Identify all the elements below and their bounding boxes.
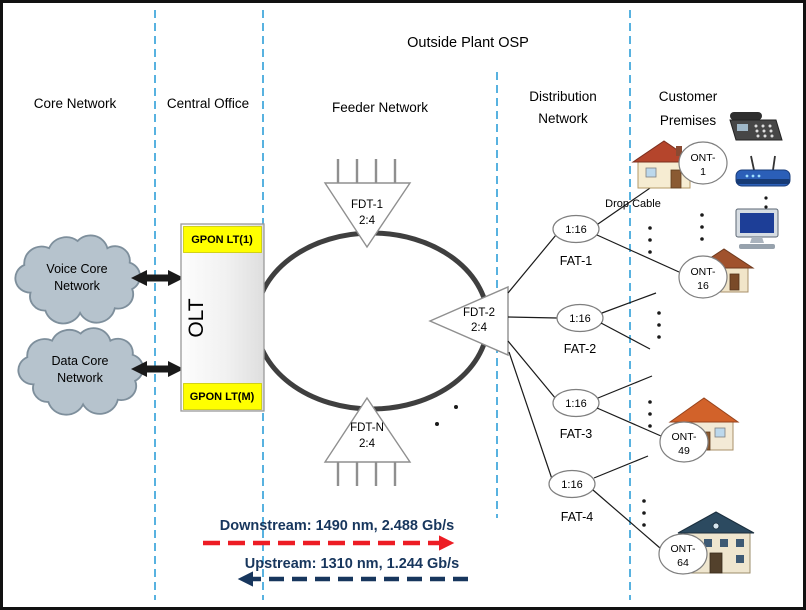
- distribution-network-label-line2: Network: [538, 111, 588, 126]
- ont-1-label-line1: ONT-: [690, 152, 716, 164]
- fat-2-split-ratio: 1:16: [569, 313, 590, 325]
- fat-2-label: FAT-2: [564, 342, 596, 356]
- olt-label: OLT: [185, 298, 208, 337]
- feeder-network-label: Feeder Network: [332, 100, 428, 115]
- fdt-1-splitter: FDT-1 2:4: [323, 159, 412, 249]
- gpon-lt1-box: [183, 226, 262, 253]
- voice-core-label-line1: Voice Core: [46, 262, 107, 276]
- customer-premises-label-line2: Premises: [660, 113, 717, 128]
- fdt-n-name: FDT-N: [350, 422, 384, 434]
- data-olt-link-arrow: [131, 361, 184, 377]
- building-icon-ont64: [677, 511, 755, 574]
- ont-49-label-line1: ONT-: [671, 431, 697, 443]
- ont-64-label-line2: 64: [677, 557, 689, 569]
- data-core-cloud: Data Core Network: [17, 327, 144, 416]
- fdt-2-ratio: 2:4: [471, 322, 488, 334]
- fat-1-label: FAT-1: [560, 254, 592, 268]
- fdt-n-splitter: FDT-N 2:4: [323, 396, 412, 486]
- central-office-label: Central Office: [167, 96, 249, 111]
- fat-2-splitter: 1:16 FAT-2: [556, 303, 604, 356]
- drop-cable-label: Drop Cable: [605, 198, 661, 210]
- desktop-computer-icon: [735, 208, 779, 249]
- fat-3-split-ratio: 1:16: [565, 398, 586, 410]
- wireless-router-icon: [735, 155, 791, 187]
- olt-box: OLT GPON LT(1) GPON LT(M): [180, 223, 265, 412]
- gpon-ltm-box: [183, 383, 262, 410]
- fat-1-split-ratio: 1:16: [565, 224, 586, 236]
- voice-olt-link-arrow: [131, 270, 184, 286]
- fat-4-label: FAT-4: [561, 510, 593, 524]
- ellipsis-dots-fat4: [642, 499, 646, 527]
- ont-16-label-line2: 16: [697, 280, 709, 292]
- ont-49-label-line2: 49: [678, 445, 690, 457]
- fat-3-splitter: 1:16 FAT-3: [552, 388, 600, 441]
- ellipsis-dots-fat3: [648, 400, 652, 428]
- ont-64-label-line1: ONT-: [670, 543, 696, 555]
- fdt-2-name: FDT-2: [463, 307, 495, 319]
- fdt-1-ratio: 2:4: [359, 215, 376, 227]
- fdt-1-name: FDT-1: [351, 199, 383, 211]
- ont-16-node: ONT- 16: [678, 255, 728, 299]
- distribution-cables: [507, 234, 558, 480]
- ellipsis-dots-ont1-16: [700, 213, 704, 241]
- ellipsis-dots-fat2: [657, 311, 661, 339]
- upstream-legend-label: Upstream: 1310 nm, 1.244 Gb/s: [245, 556, 459, 572]
- distribution-network-label-line1: Distribution: [529, 89, 597, 104]
- fat-4-splitter: 1:16 FAT-4: [548, 469, 596, 524]
- data-core-label-line2: Network: [57, 371, 104, 385]
- drop-cables: [592, 167, 680, 549]
- core-network-label: Core Network: [34, 96, 117, 111]
- voice-core-label-line2: Network: [54, 279, 101, 293]
- ont-1-node: ONT- 1: [678, 141, 728, 185]
- gpon-lt1-label: GPON LT(1): [191, 234, 253, 246]
- ont-1-label-line2: 1: [700, 166, 706, 178]
- ont-49-node: ONT- 49: [659, 421, 709, 463]
- fat-1-splitter: 1:16 FAT-1: [552, 214, 600, 268]
- ont-64-node: ONT- 64: [658, 533, 708, 575]
- fdt-2-splitter: FDT-2 2:4: [428, 285, 509, 357]
- fat-3-label: FAT-3: [560, 427, 592, 441]
- gpon-ltm-label: GPON LT(M): [190, 391, 255, 403]
- downstream-legend-label: Downstream: 1490 nm, 2.488 Gb/s: [220, 518, 455, 534]
- fat-4-split-ratio: 1:16: [561, 479, 582, 491]
- ellipsis-dots-fdt: [435, 405, 458, 426]
- ont-16-label-line1: ONT-: [690, 266, 716, 278]
- customer-premises-label-line1: Customer: [659, 89, 718, 104]
- osp-title: Outside Plant OSP: [407, 35, 529, 51]
- ellipsis-dots-fat1: [648, 226, 652, 254]
- office-phone-icon: [729, 112, 783, 141]
- data-core-label-line1: Data Core: [52, 354, 109, 368]
- voice-core-cloud: Voice Core Network: [14, 234, 141, 325]
- fdt-n-ratio: 2:4: [359, 438, 376, 450]
